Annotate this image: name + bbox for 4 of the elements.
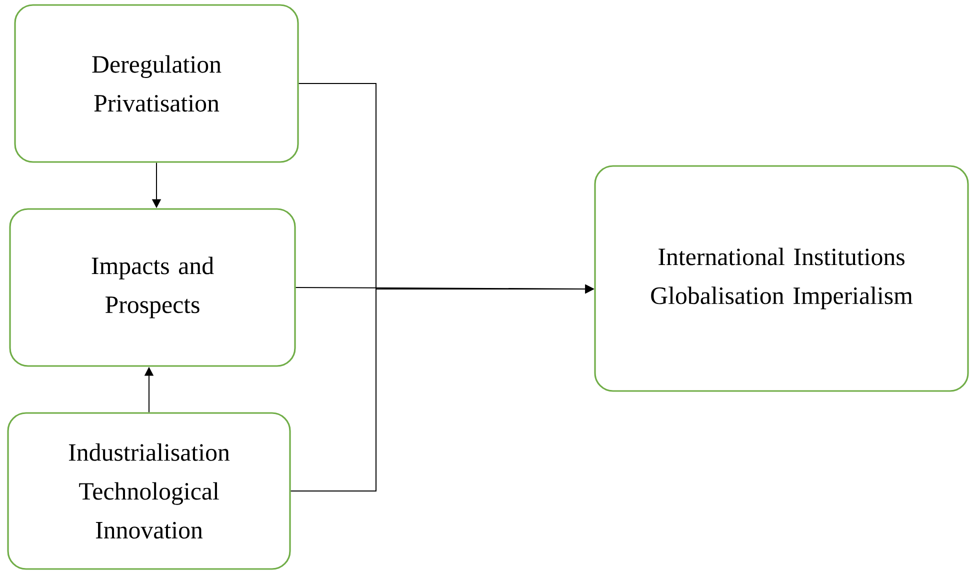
process-box: Deregulation Privatisation (14, 4, 299, 163)
process-box: International Institutions Globalisation Imperialism (594, 165, 969, 392)
process-box: Industrialisation Technological Innovation (7, 412, 291, 570)
process-box: Impacts and Prospects (9, 208, 296, 367)
